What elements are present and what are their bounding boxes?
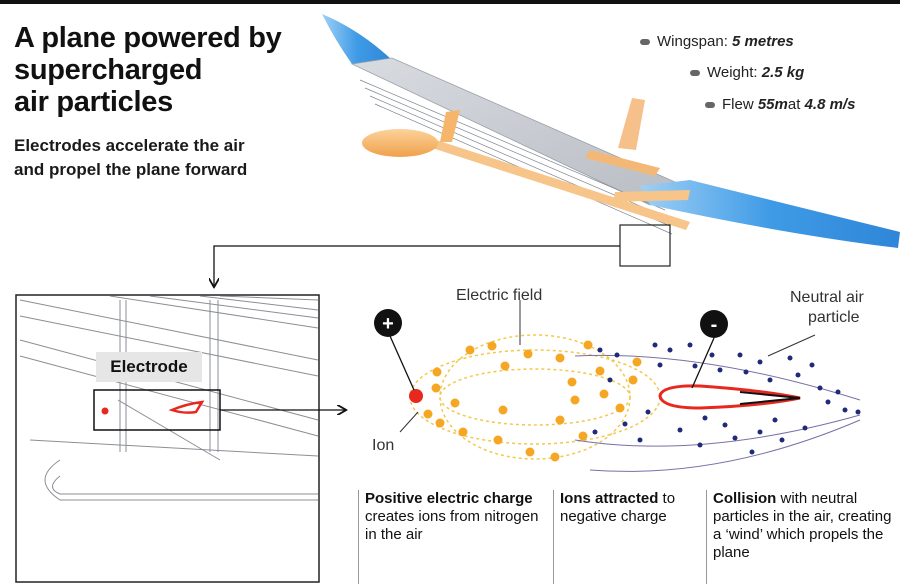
spec-flight-distance: 55m	[757, 96, 788, 113]
spec-wingspan-label: Wingspan:	[657, 33, 728, 50]
nose-pod	[362, 129, 438, 157]
wing-electrode-wires	[359, 79, 673, 235]
ion-red-dot-small	[101, 407, 109, 415]
caption-2-rest: to negative charge	[560, 490, 676, 525]
negative-terminal-icon	[700, 310, 728, 338]
positive-symbol: +	[382, 313, 394, 335]
spec-flight-pre: Flew	[722, 96, 754, 113]
spec-weight: Weight: 2.5 kg	[690, 64, 804, 81]
spec-wingspan-value: 5 metres	[732, 33, 794, 50]
ion-label: Ion	[372, 437, 394, 454]
ion-particles	[423, 340, 642, 462]
top-rule	[0, 0, 900, 4]
electrode-label: Electrode	[96, 352, 202, 382]
bullet-icon	[705, 101, 715, 108]
electric-field-label: Electric field	[456, 287, 542, 304]
spec-flight-speed: 4.8 m/s	[804, 96, 856, 113]
ionic-wind-diagram: + - Electric field Neutral air particle …	[372, 287, 864, 472]
electric-field-lines	[409, 334, 661, 460]
caption-2-bold: Ions attracted	[560, 490, 659, 507]
caption-1-bold: Positive electric charge	[365, 490, 533, 507]
page-subtitle: Electrodes accelerate the air and propel…	[14, 136, 248, 179]
caption-3-bold: Collision	[713, 490, 777, 507]
neutral-label-line1: Neutral air	[790, 289, 864, 306]
positive-terminal-icon	[374, 309, 402, 337]
neutral-particles	[592, 342, 861, 455]
electrode-inset	[15, 294, 320, 583]
spec-flight: Flew 55m at 4.8 m/s	[705, 96, 855, 113]
lower-strut	[613, 190, 690, 202]
bullet-icon	[640, 38, 650, 45]
tail-plane	[585, 150, 660, 176]
caption-3-rest: with neutral particles in the air, creat…	[713, 490, 892, 561]
spec-wingspan: Wingspan: 5 metres	[640, 33, 794, 50]
negative-electrode-airfoil	[658, 384, 801, 410]
caption-collision: Collision with neutral particles in the …	[706, 490, 900, 584]
neutral-label-line2: particle	[808, 309, 860, 326]
caption-positive-charge: Positive electric charge creates ions fr…	[358, 490, 550, 584]
connector-to-inset	[214, 245, 620, 286]
spec-weight-value: 2.5 kg	[761, 64, 805, 81]
tail-fin	[618, 98, 645, 150]
spec-flight-mid: at	[787, 96, 801, 113]
airfoil-tail	[739, 391, 801, 405]
wing-strut	[440, 110, 460, 142]
detail-highlight-box	[619, 224, 671, 267]
flow-lines	[574, 354, 861, 472]
spec-weight-label: Weight:	[707, 64, 758, 81]
plane-illustration	[322, 14, 900, 267]
wing-tip-right	[640, 180, 900, 248]
caption-ions-attracted: Ions attracted to negative charge	[553, 490, 700, 584]
ion-red-dot	[409, 389, 423, 403]
fuselage	[426, 138, 690, 230]
wing-tip-left	[322, 14, 392, 64]
negative-symbol: -	[711, 314, 718, 336]
electrode-red-shape	[168, 400, 205, 414]
caption-1-rest: creates ions from nitrogen in the air	[365, 508, 539, 543]
page-title: A plane powered by supercharged air part…	[14, 22, 282, 118]
bullet-icon	[690, 69, 700, 76]
